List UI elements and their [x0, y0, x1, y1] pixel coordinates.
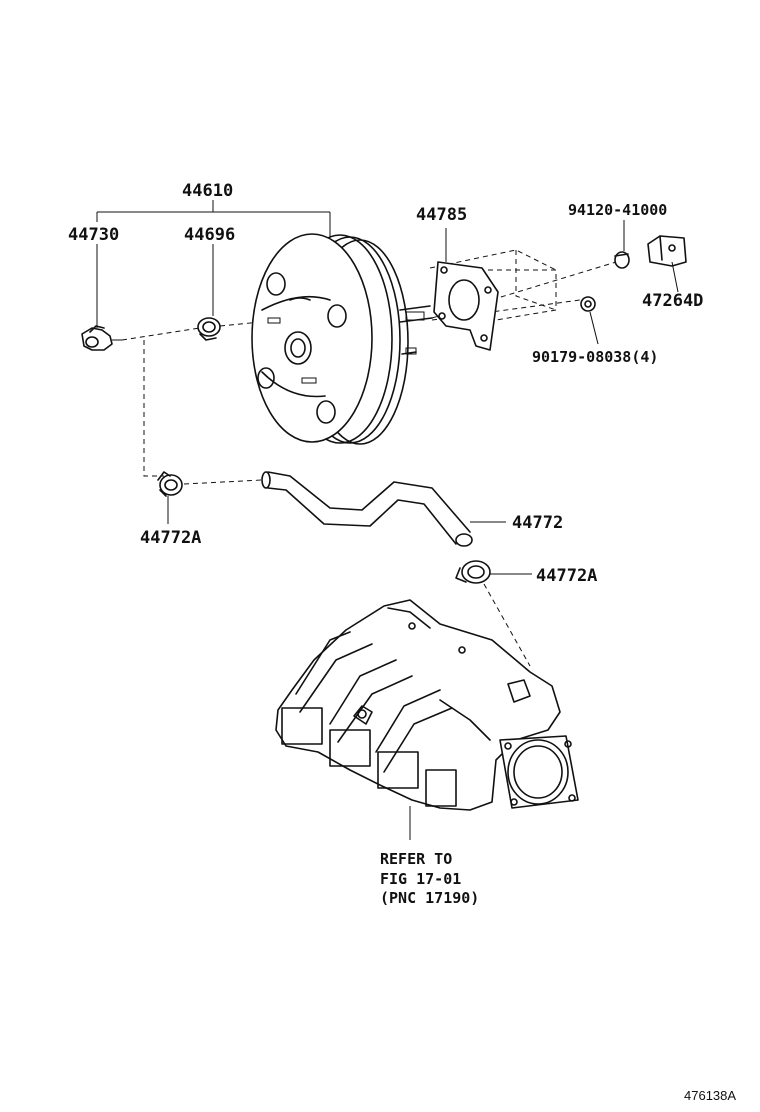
refer-to-line1: REFER TO — [380, 850, 452, 868]
brake-booster-icon — [251, 233, 433, 445]
intake-manifold-icon — [275, 599, 579, 811]
label-44610: 44610 — [182, 181, 233, 201]
label-94120-41000: 94120-41000 — [568, 201, 667, 219]
nut-icon — [614, 251, 630, 269]
gasket-projection-lines — [429, 249, 617, 321]
grommet-icon — [197, 317, 221, 341]
assembly-bracket-lines — [96, 200, 331, 328]
label-44785: 44785 — [416, 205, 467, 225]
label-44772: 44772 — [512, 513, 563, 533]
label-44696: 44696 — [184, 225, 235, 245]
gasket-icon — [433, 261, 499, 351]
figure-id: 476138A — [684, 1088, 736, 1103]
vacuum-hose-icon — [261, 471, 473, 547]
refer-to-line2: FIG 17-01 — [380, 870, 461, 888]
hose-clamp-left-icon — [157, 471, 183, 497]
label-44772a-left: 44772A — [140, 528, 201, 548]
hose-clamp-right-icon — [455, 560, 491, 584]
label-47264d: 47264D — [642, 291, 703, 311]
label-90179-08038: 90179-08038(4) — [532, 348, 658, 366]
bracket-icon — [647, 235, 687, 267]
label-44730: 44730 — [68, 225, 119, 245]
refer-to-line3: (PNC 17190) — [380, 889, 479, 907]
label-44772a-right: 44772A — [536, 566, 597, 586]
check-valve-icon — [81, 325, 122, 351]
flange-nut-icon — [580, 296, 596, 312]
